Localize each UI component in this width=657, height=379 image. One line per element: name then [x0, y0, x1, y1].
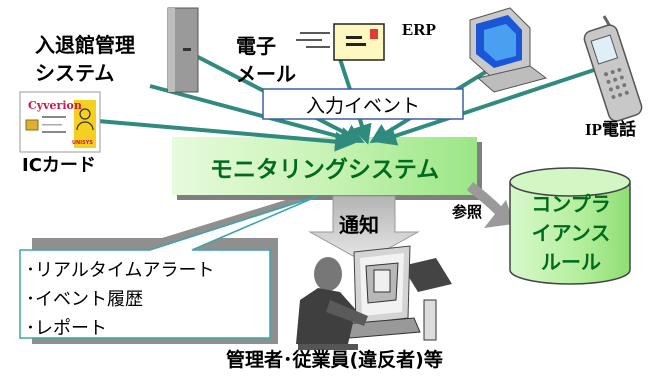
compliance-rules-label: コンプラ イアンス ルール	[512, 190, 630, 277]
event-label-box	[262, 88, 464, 120]
ic-card-label: ICカード	[22, 155, 96, 176]
card-brand-logo: Cyverion	[28, 99, 82, 112]
ip-phone-label: IP電話	[585, 120, 636, 139]
notify-label: 通知	[339, 213, 379, 237]
compliance-line-3: ルール	[541, 250, 601, 274]
computer-icon	[469, 7, 548, 93]
arrow-from-ip-phone	[376, 67, 598, 146]
server-icon	[167, 7, 199, 93]
email-label-line2: メール	[236, 62, 296, 86]
event-label: 入力イベント	[305, 94, 420, 117]
monitoring-system-title: モニタリングシステム	[209, 157, 440, 183]
compliance-line-2: イアンス	[531, 221, 611, 245]
output-list: リアルタイムアラート イベント履歴 レポート	[26, 256, 214, 343]
output-item-report: レポート	[26, 314, 214, 343]
output-item-event-history: イベント履歴	[26, 285, 214, 314]
arrow-from-ic-card	[97, 119, 355, 152]
compliance-line-1: コンプラ	[531, 192, 611, 216]
compliance-cylinder	[509, 167, 631, 285]
access-control-label-line2: システム	[35, 61, 115, 85]
person-at-computer-icon	[296, 245, 452, 350]
notify-arrow	[308, 195, 420, 263]
access-control-label-line1: 入退館管理	[35, 33, 135, 57]
reference-label: 参照	[452, 203, 483, 221]
envelope-icon	[296, 23, 385, 61]
recipients-label: 管理者･従業員(違反者)等	[226, 349, 443, 371]
email-label-line1: 電子	[236, 34, 276, 58]
output-item-realtime-alert: リアルタイムアラート	[26, 256, 214, 285]
mobile-phone-icon	[583, 15, 643, 122]
monitoring-system-bar	[172, 137, 477, 195]
ic-card-icon	[19, 91, 101, 153]
erp-label: ERP	[402, 20, 436, 39]
reference-arrow	[466, 182, 514, 228]
card-maker-logo: UNISYS	[72, 140, 93, 146]
arrow-from-access-control	[149, 84, 360, 147]
